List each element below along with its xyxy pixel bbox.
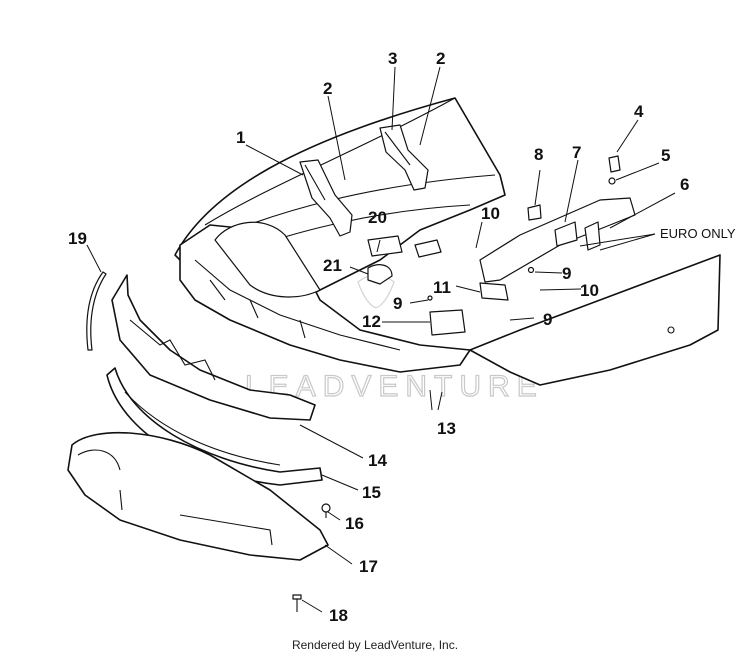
callout-18: 18: [329, 606, 348, 625]
callout-15: 15: [362, 483, 381, 502]
callout-12: 12: [362, 312, 381, 331]
side-panel: [469, 197, 721, 386]
part-17-pan: [67, 431, 329, 561]
callout-9: 9: [393, 294, 402, 313]
leader-lines: [86, 66, 676, 613]
callout-5: 5: [661, 146, 670, 165]
callout-11: 11: [433, 278, 451, 297]
callout-13: 13: [437, 419, 456, 438]
note-euro-only: EURO ONLY: [660, 226, 736, 241]
callout-8: 8: [534, 145, 543, 164]
callout-9: 9: [562, 264, 571, 283]
callout-16: 16: [345, 514, 364, 533]
callout-7: 7: [572, 143, 581, 162]
callout-14: 14: [368, 451, 387, 470]
footer-credit: Rendered by LeadVenture, Inc.: [291, 638, 459, 652]
callout-6: 6: [680, 175, 689, 194]
callout-19: 19: [68, 229, 87, 248]
part-19-strip: [86, 271, 107, 351]
callout-10: 10: [580, 281, 599, 300]
callout-2: 2: [436, 49, 445, 68]
hardware: [427, 155, 621, 336]
fasteners: [292, 503, 331, 612]
callout-labels: 1 2 3 2 4 5 6 8 7 EURO ONLY 10 20 21 9 1…: [68, 49, 736, 625]
callout-1: 1: [236, 128, 245, 147]
callout-4: 4: [634, 102, 644, 121]
callout-20: 20: [368, 208, 387, 227]
callout-9: 9: [543, 310, 552, 329]
callout-21: 21: [323, 256, 342, 275]
callout-3: 3: [388, 49, 397, 68]
callout-17: 17: [359, 557, 378, 576]
frame-and-console: [179, 221, 471, 373]
callout-10: 10: [481, 204, 500, 223]
callout-2: 2: [323, 79, 332, 98]
part-14-bumper: [111, 274, 316, 421]
